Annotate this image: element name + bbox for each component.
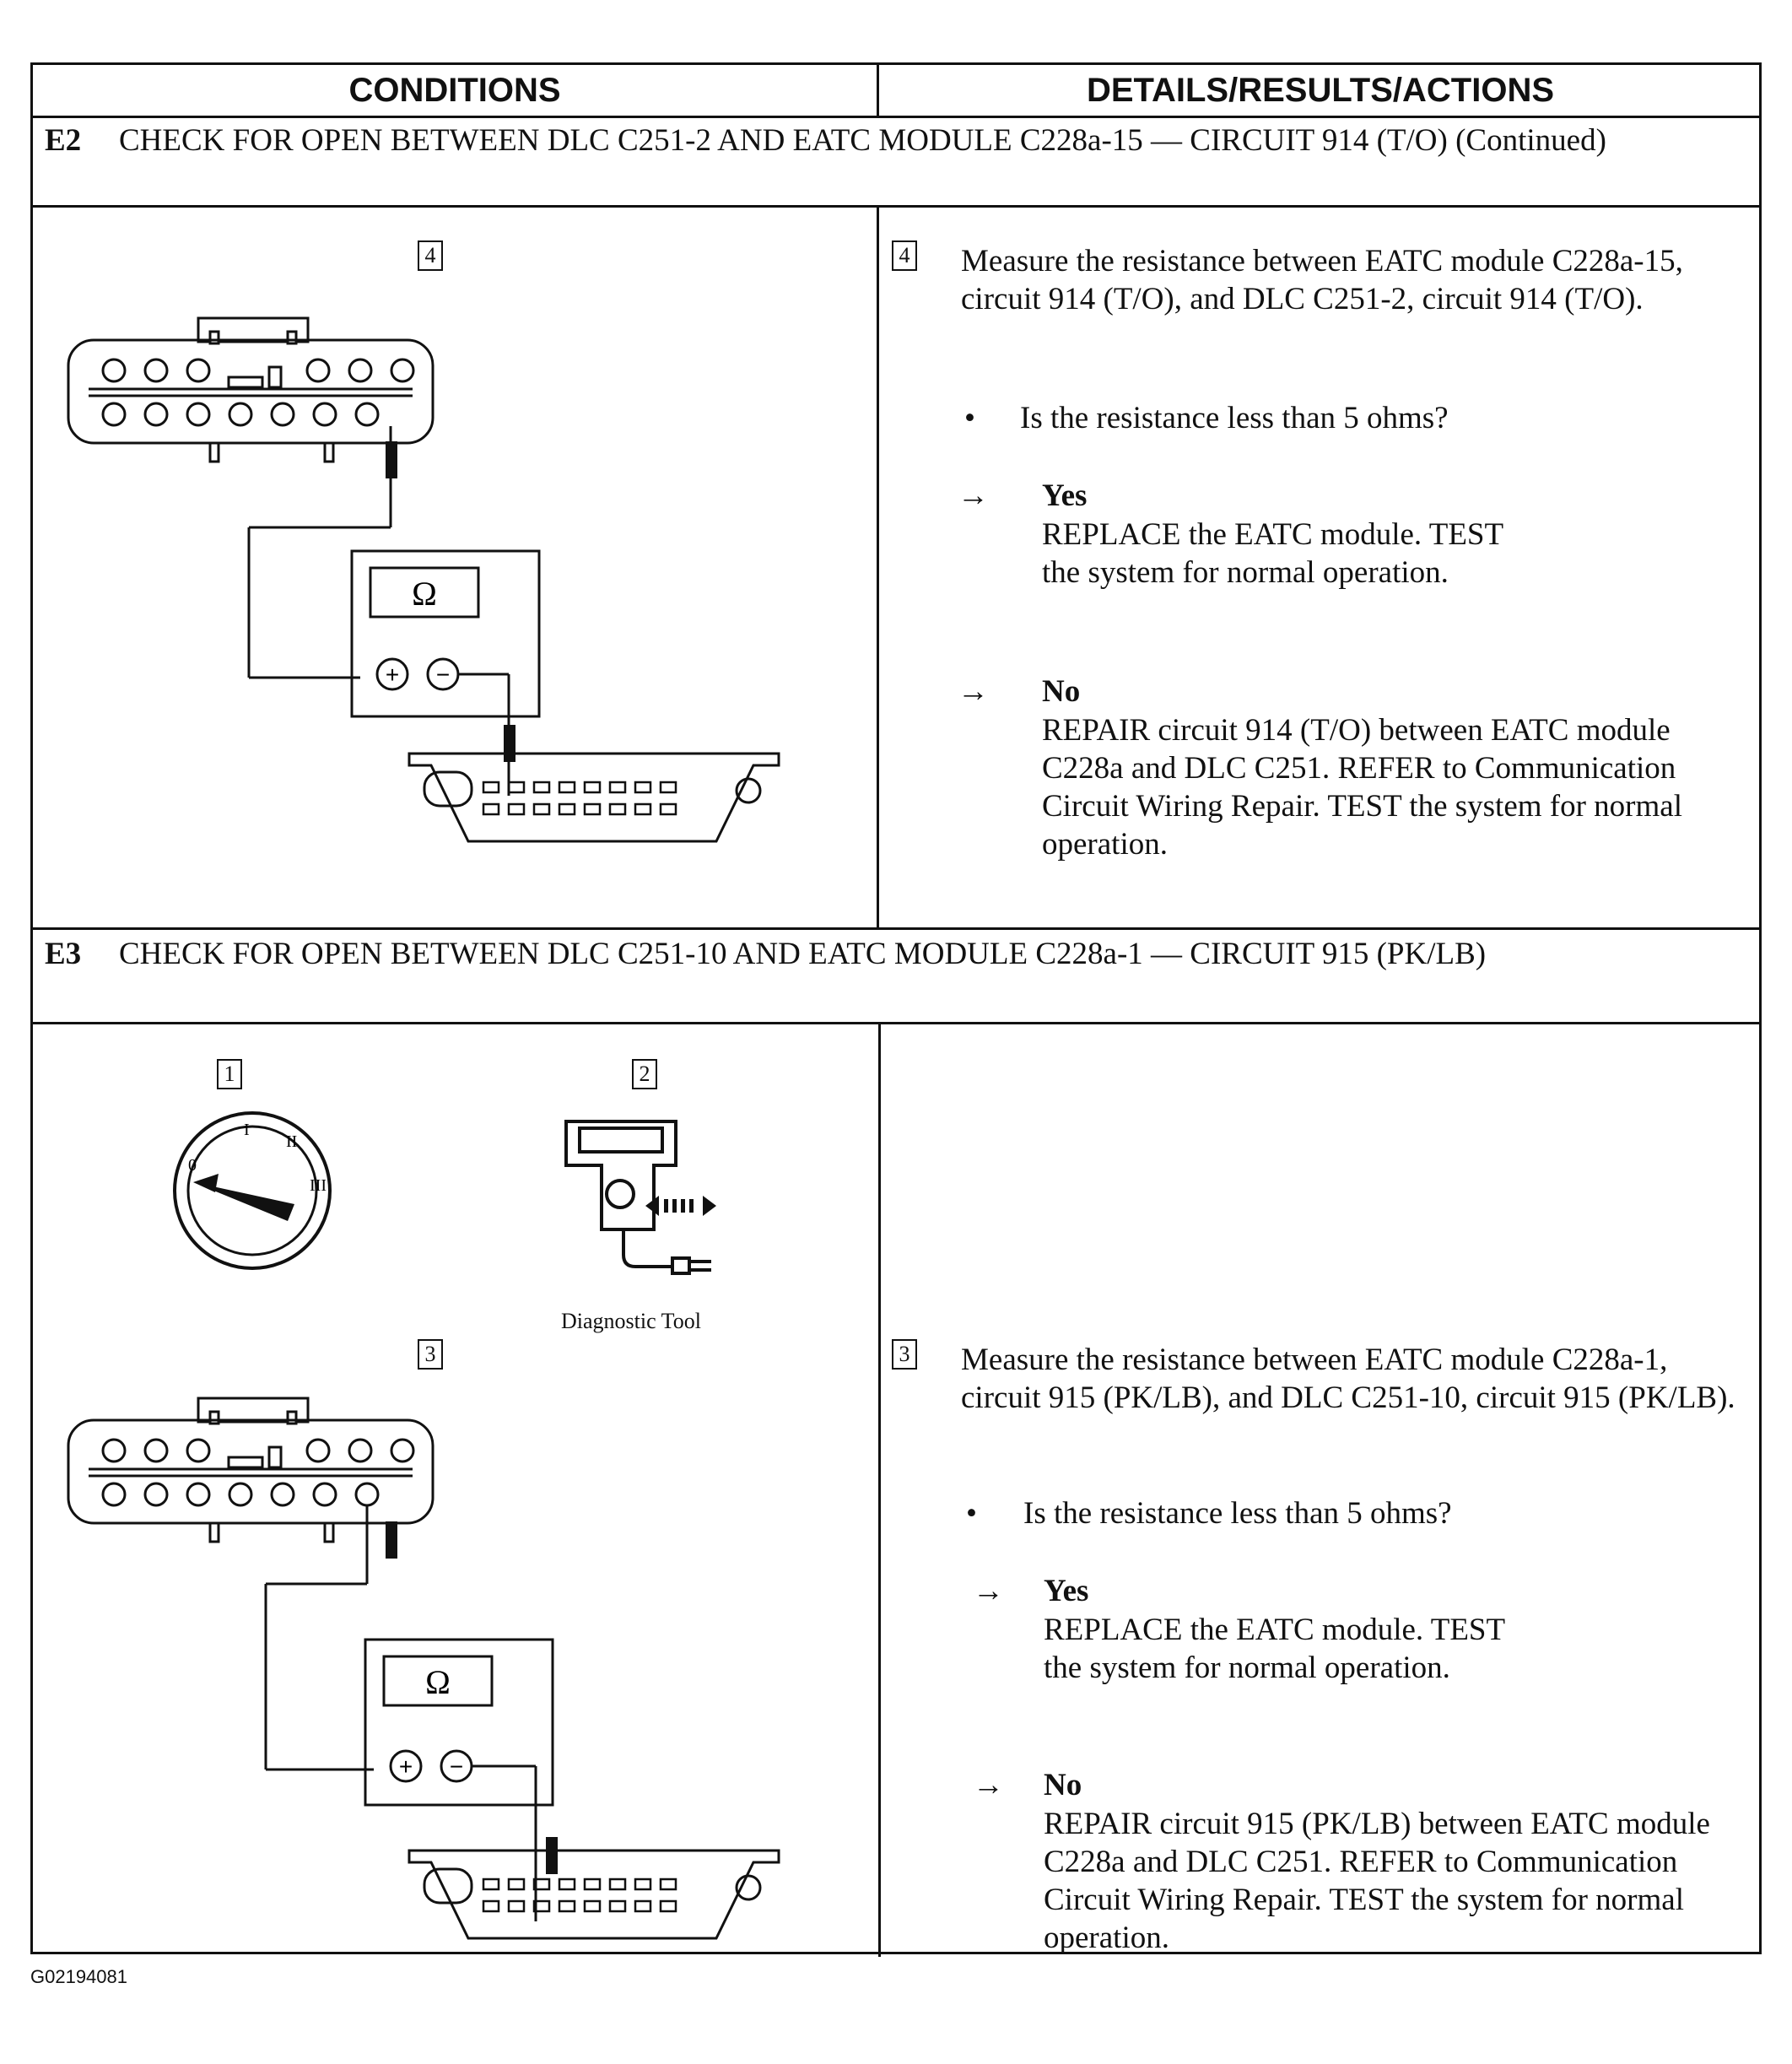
plus-symbol: +: [386, 662, 399, 688]
step-number-box: 2: [632, 1059, 657, 1089]
arrow-icon: →: [973, 1768, 1004, 1802]
e3-no-label: No: [1044, 1768, 1082, 1802]
e2-no-action: REPAIR circuit 914 (T/O) between EATC mo…: [1042, 713, 1682, 862]
step-e2-title: CHECK FOR OPEN BETWEEN DLC C251-2 AND EA…: [119, 123, 1606, 158]
bullet-icon: •: [966, 1496, 977, 1531]
divider: [33, 927, 1759, 930]
step-number-box: 4: [418, 240, 443, 271]
e2-yes-action: REPLACE the EATC module. TEST the system…: [1042, 517, 1503, 590]
header-divider: [877, 65, 879, 116]
step-e3-id: E3: [45, 937, 82, 971]
step-e3-title: CHECK FOR OPEN BETWEEN DLC C251-10 AND E…: [119, 937, 1487, 971]
ohm-symbol: Ω: [425, 1663, 451, 1701]
e2-no-label: No: [1042, 674, 1081, 709]
ohm-symbol: Ω: [412, 575, 437, 613]
e2-question: Is the resistance less than 5 ohms?: [1020, 401, 1449, 435]
e3-yes-action: REPLACE the EATC module. TEST the system…: [1044, 1613, 1505, 1685]
step-number-box: 4: [892, 240, 917, 271]
svg-text:II: II: [286, 1132, 297, 1151]
e2-yes-label: Yes: [1042, 478, 1088, 513]
minus-symbol: −: [450, 1753, 463, 1780]
step-e2-id: E2: [45, 123, 82, 158]
step-number-box: 3: [892, 1339, 917, 1370]
column-divider: [878, 1022, 881, 1957]
diagnostic-tool-caption: Diagnostic Tool: [561, 1309, 701, 1333]
procedure-table: CONDITIONS DETAILS/RESULTS/ACTIONS E2 CH…: [30, 62, 1762, 1957]
e3-instruction: Measure the resistance between EATC modu…: [961, 1343, 1735, 1415]
divider: [33, 1022, 1759, 1024]
table-header: CONDITIONS DETAILS/RESULTS/ACTIONS: [33, 65, 1759, 118]
conditions-header: CONDITIONS: [348, 71, 561, 109]
svg-text:I: I: [244, 1121, 250, 1139]
details-header: DETAILS/RESULTS/ACTIONS: [1086, 71, 1555, 109]
svg-text:III: III: [310, 1176, 327, 1195]
divider: [33, 205, 1759, 208]
plus-symbol: +: [399, 1753, 413, 1780]
e3-meter-diagram: Ω + −: [67, 1397, 780, 1940]
step-number-box: 1: [217, 1059, 242, 1089]
minus-symbol: −: [436, 662, 450, 688]
e3-no-action: REPAIR circuit 915 (PK/LB) between EATC …: [1044, 1807, 1710, 1955]
e2-meter-diagram: Ω + −: [67, 316, 780, 843]
figure-id: G02194081: [30, 1966, 127, 1987]
step-number-box: 3: [418, 1339, 443, 1370]
ignition-key-icon: 0 I II III: [173, 1111, 332, 1270]
diagnostic-tool-icon: [564, 1120, 716, 1275]
arrow-icon: →: [958, 478, 989, 513]
e3-question: Is the resistance less than 5 ohms?: [1023, 1496, 1452, 1531]
arrow-icon: →: [958, 674, 989, 709]
arrow-icon: →: [973, 1574, 1004, 1608]
e3-yes-label: Yes: [1044, 1574, 1089, 1608]
svg-text:0: 0: [188, 1156, 197, 1175]
bullet-icon: •: [964, 401, 975, 435]
e2-instruction: Measure the resistance between EATC modu…: [961, 244, 1683, 316]
column-divider: [877, 205, 879, 927]
